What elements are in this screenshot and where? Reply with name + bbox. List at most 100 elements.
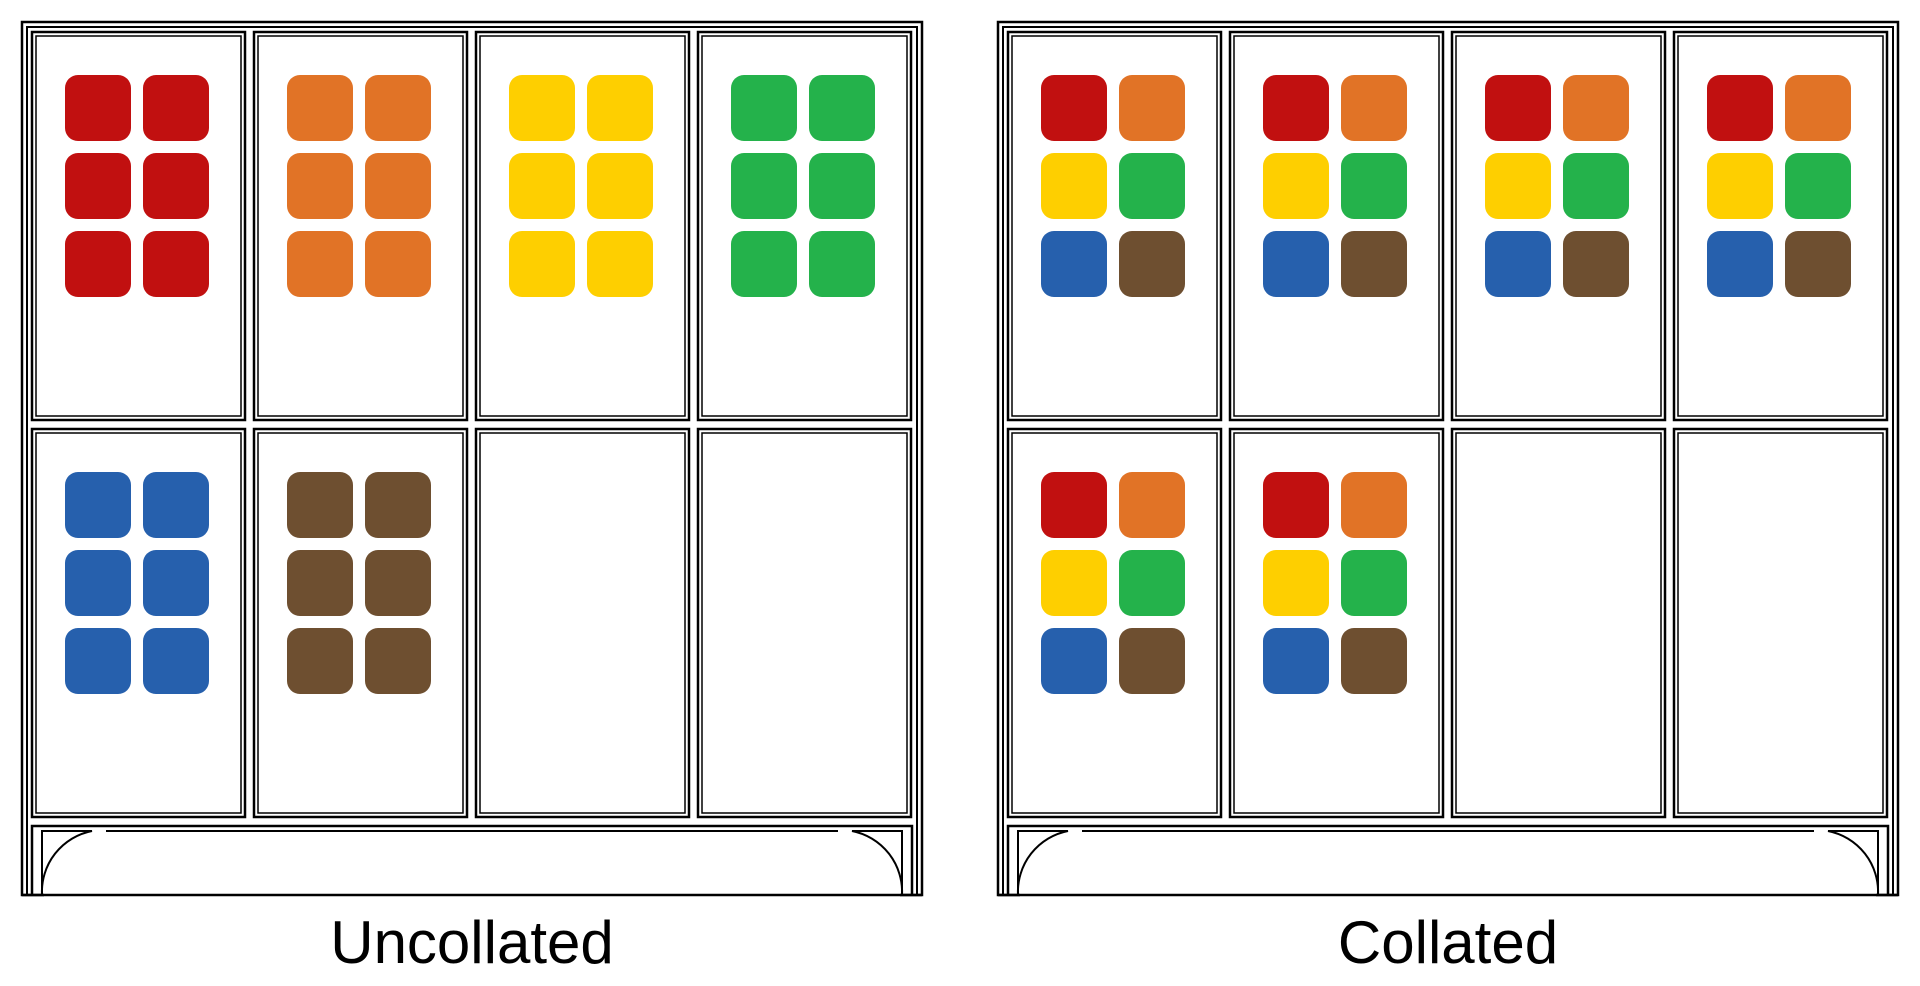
bin-compartment xyxy=(1006,427,1223,819)
bin-inner-outline xyxy=(1011,432,1218,814)
yellow-page-square xyxy=(1041,153,1107,219)
orange-page-square xyxy=(1785,75,1851,141)
bin-inner-outline xyxy=(1233,432,1440,814)
bin-outline xyxy=(1006,427,1223,819)
bin-inner-outline xyxy=(35,35,242,417)
collated-caption: Collated xyxy=(1337,909,1559,976)
blue-page-square xyxy=(1041,231,1107,297)
bin-outline xyxy=(696,427,913,819)
brown-page-square xyxy=(1341,628,1407,694)
bin-inner-outline xyxy=(257,35,464,417)
blue-page-square xyxy=(1041,628,1107,694)
green-page-square xyxy=(1785,153,1851,219)
bin-compartment xyxy=(696,427,913,819)
orange-page-square xyxy=(287,231,353,297)
sorter-base-outline xyxy=(1006,824,1890,895)
yellow-page-square xyxy=(509,153,575,219)
red-page-square xyxy=(1263,75,1329,141)
brown-page-square xyxy=(365,472,431,538)
bin-compartment xyxy=(1672,30,1889,422)
orange-page-square xyxy=(287,75,353,141)
bin-outline xyxy=(1228,30,1445,422)
blue-page-square xyxy=(1263,628,1329,694)
yellow-page-square xyxy=(1263,153,1329,219)
bin-outline xyxy=(474,427,691,819)
brown-page-square xyxy=(1341,231,1407,297)
sorter-inner-frame xyxy=(26,26,918,896)
bin-compartment xyxy=(474,30,691,422)
red-page-square xyxy=(65,231,131,297)
yellow-page-square xyxy=(587,231,653,297)
right-foot-arch xyxy=(851,830,904,896)
green-page-square xyxy=(809,153,875,219)
blue-page-square xyxy=(1263,231,1329,297)
bin-compartment xyxy=(1228,30,1445,422)
brown-page-square xyxy=(1119,628,1185,694)
collated-sorter xyxy=(996,20,1900,897)
right-foot-arch xyxy=(1827,830,1880,896)
red-page-square xyxy=(1041,75,1107,141)
uncollated-caption: Uncollated xyxy=(330,909,614,976)
green-page-square xyxy=(731,75,797,141)
blue-page-square xyxy=(1485,231,1551,297)
bin-outline xyxy=(1006,30,1223,422)
green-page-square xyxy=(1563,153,1629,219)
bin-inner-outline xyxy=(479,35,686,417)
bin-outline xyxy=(252,427,469,819)
bin-inner-outline xyxy=(701,35,908,417)
red-page-square xyxy=(1041,472,1107,538)
brown-page-square xyxy=(1563,231,1629,297)
green-page-square xyxy=(1341,550,1407,616)
bin-outline xyxy=(696,30,913,422)
yellow-page-square xyxy=(587,75,653,141)
bin-outline xyxy=(1450,427,1667,819)
bin-outline xyxy=(474,30,691,422)
red-page-square xyxy=(1485,75,1551,141)
bin-outline xyxy=(252,30,469,422)
orange-page-square xyxy=(1341,472,1407,538)
green-page-square xyxy=(731,231,797,297)
red-page-square xyxy=(143,75,209,141)
bin-inner-outline xyxy=(1011,35,1218,417)
orange-page-square xyxy=(1341,75,1407,141)
bin-inner-outline xyxy=(1455,35,1662,417)
orange-page-square xyxy=(1119,472,1185,538)
brown-page-square xyxy=(365,550,431,616)
bin-compartment xyxy=(1450,427,1667,819)
green-page-square xyxy=(809,75,875,141)
bin-compartment xyxy=(252,30,469,422)
brown-page-square xyxy=(365,628,431,694)
brown-page-square xyxy=(287,550,353,616)
bin-outline xyxy=(30,427,247,819)
red-page-square xyxy=(143,231,209,297)
bin-inner-outline xyxy=(1677,432,1884,814)
bin-outline xyxy=(1450,30,1667,422)
yellow-page-square xyxy=(587,153,653,219)
brown-page-square xyxy=(287,628,353,694)
bin-inner-outline xyxy=(257,432,464,814)
left-foot-arch xyxy=(1016,830,1069,896)
orange-page-square xyxy=(1119,75,1185,141)
yellow-page-square xyxy=(509,231,575,297)
green-page-square xyxy=(1119,550,1185,616)
yellow-page-square xyxy=(1041,550,1107,616)
brown-page-square xyxy=(287,472,353,538)
red-page-square xyxy=(65,153,131,219)
bin-inner-outline xyxy=(701,432,908,814)
bin-compartment xyxy=(252,427,469,819)
blue-page-square xyxy=(65,628,131,694)
orange-page-square xyxy=(365,75,431,141)
orange-page-square xyxy=(365,231,431,297)
brown-page-square xyxy=(1785,231,1851,297)
yellow-page-square xyxy=(1263,550,1329,616)
red-page-square xyxy=(1707,75,1773,141)
sorter-inner-frame xyxy=(1002,26,1894,896)
green-page-square xyxy=(809,231,875,297)
yellow-page-square xyxy=(1485,153,1551,219)
green-page-square xyxy=(731,153,797,219)
bin-outline xyxy=(30,30,247,422)
bin-inner-outline xyxy=(1455,432,1662,814)
bin-compartment xyxy=(696,30,913,422)
bin-outline xyxy=(1672,427,1889,819)
green-page-square xyxy=(1119,153,1185,219)
